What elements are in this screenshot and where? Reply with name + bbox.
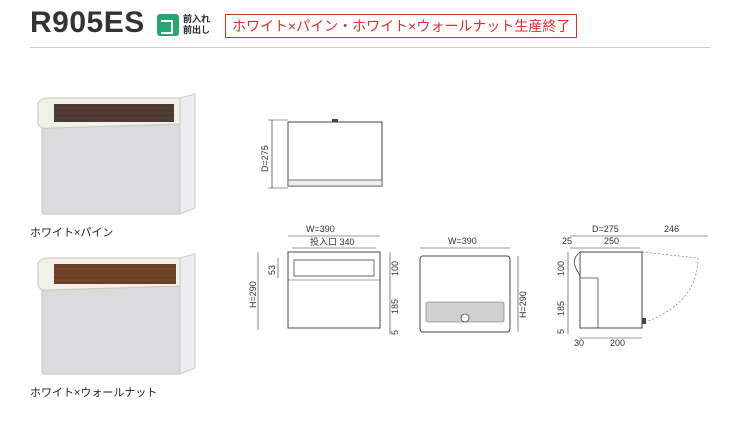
side-d-label: 200 bbox=[610, 338, 625, 347]
front-slot-label: 投入口 340 bbox=[310, 236, 355, 247]
front-bottom-label: 5 bbox=[390, 330, 400, 335]
front-upper-label: 100 bbox=[390, 261, 400, 276]
model-title: R905ES bbox=[30, 6, 145, 39]
product-caption-walnut: ホワイト×ウォールナット bbox=[30, 387, 158, 399]
title-divider bbox=[30, 47, 710, 48]
side-swing-label: 246 bbox=[664, 224, 679, 234]
product-image-walnut bbox=[30, 248, 200, 378]
back-width-label: W=390 bbox=[448, 236, 477, 246]
top-view-drawing: D=275 bbox=[258, 112, 398, 202]
front-height-label: H=290 bbox=[248, 281, 258, 308]
side-lower-label: 185 bbox=[556, 301, 566, 316]
front-width-label: W=390 bbox=[306, 224, 335, 234]
badge-line-1: 前入れ bbox=[183, 14, 211, 24]
back-view-drawing: W=390 H=290 bbox=[410, 232, 530, 342]
side-b-label: 250 bbox=[604, 236, 619, 246]
badge-line-2: 前出し bbox=[183, 25, 211, 35]
front-lower-label: 185 bbox=[390, 299, 400, 314]
mail-in-out-icon bbox=[157, 14, 179, 36]
side-depth-label: D=275 bbox=[592, 224, 619, 234]
product-caption-pine: ホワイト×パイン bbox=[30, 227, 114, 239]
discontinued-notice: ホワイト×パイン・ホワイト×ウォールナット生産終了 bbox=[225, 14, 578, 38]
back-height-label: H=290 bbox=[518, 291, 528, 318]
side-bottom-label: 5 bbox=[556, 329, 566, 334]
side-a-label: 25 bbox=[562, 236, 572, 246]
front-view-drawing: W=390 投入口 340 H=290 53 100 185 5 bbox=[248, 222, 408, 342]
product-image-pine bbox=[30, 88, 200, 218]
side-upper-label: 100 bbox=[556, 261, 566, 276]
front-slot-h-label: 53 bbox=[267, 265, 277, 275]
top-depth-label: D=275 bbox=[260, 145, 270, 172]
front-in-front-out-badge: 前入れ 前出し bbox=[157, 14, 210, 36]
side-view-drawing: D=275 246 25 250 100 185 5 30 200 bbox=[548, 222, 728, 347]
side-c-label: 30 bbox=[574, 338, 584, 347]
